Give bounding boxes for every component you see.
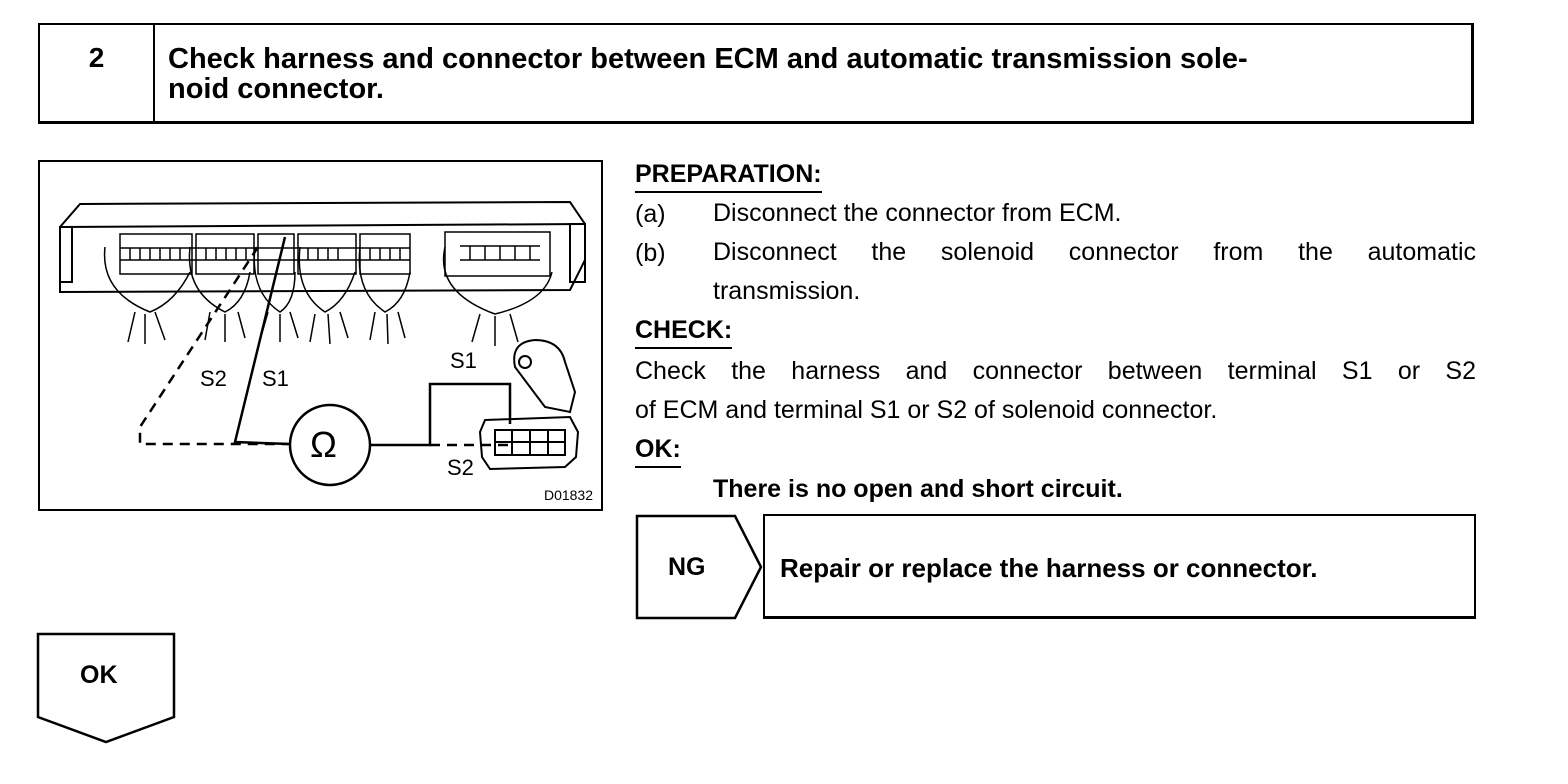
check-text-line-1: Check the harness and connector between … (635, 357, 1476, 385)
wiring-illustration: S2 S1 S1 S2 Ω D01832 (38, 160, 603, 511)
preparation-heading: PREPARATION: (635, 160, 822, 193)
step-number: 2 (40, 25, 155, 121)
prep-item-b-marker: (b) (635, 239, 666, 267)
s1-solenoid-lead (370, 382, 512, 447)
prep-item-a-text: Disconnect the connector from ECM. (713, 199, 1122, 227)
ok-spec-text: There is no open and short circuit. (713, 475, 1123, 503)
label-s1-solenoid: S1 (450, 348, 477, 373)
ok-next-label: OK (80, 661, 118, 689)
step-header: 2 Check harness and connector between EC… (38, 23, 1474, 124)
solenoid-connector (478, 338, 580, 471)
label-s2-ecm: S2 (200, 366, 227, 391)
label-s1-ecm: S1 (262, 366, 289, 391)
prep-item-b-text-line-2: transmission. (713, 277, 861, 305)
figure-code: D01832 (543, 487, 593, 503)
step-title: Check harness and connector between ECM … (168, 44, 1458, 104)
label-s2-solenoid: S2 (447, 455, 474, 480)
ecm-housing (59, 200, 586, 294)
ohm-symbol: Ω (310, 424, 337, 465)
ng-label: NG (668, 553, 706, 581)
prep-item-a-marker: (a) (635, 200, 666, 228)
step-title-line-1: Check harness and connector between ECM … (168, 43, 1248, 75)
wire-bundles (103, 246, 553, 346)
ecm-connectors (119, 231, 551, 277)
check-text-line-2: of ECM and terminal S1 or S2 of solenoid… (635, 396, 1218, 424)
ng-action-text: Repair or replace the harness or connect… (780, 553, 1318, 583)
s2-ecm-lead (138, 246, 288, 446)
ok-spec-heading: OK: (635, 435, 681, 468)
ng-action-box: Repair or replace the harness or connect… (763, 514, 1476, 619)
ecm-diagram-drawing (59, 200, 586, 487)
ok-arrow-box (36, 632, 176, 744)
ng-arrow-box (635, 514, 763, 620)
prep-item-b-text-line-1: Disconnect the solenoid connector from t… (713, 238, 1476, 266)
check-heading: CHECK: (635, 316, 733, 349)
step-title-line-2: noid connector. (168, 73, 384, 105)
